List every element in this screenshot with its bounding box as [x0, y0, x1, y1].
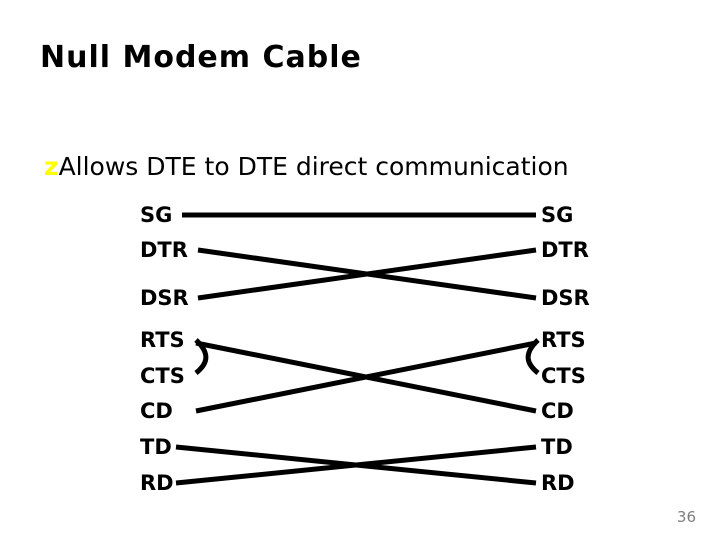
left-pin-rts: RTS [140, 328, 185, 352]
right-pin-dsr: DSR [541, 286, 590, 310]
left-pin-cd: CD [140, 399, 173, 423]
right-pin-dtr: DTR [541, 238, 589, 262]
right-pin-cts: CTS [541, 364, 586, 388]
right-pin-rd: RD [541, 471, 575, 495]
right-pin-cd: CD [541, 399, 574, 423]
left-pin-td: TD [140, 435, 172, 459]
left-pin-rd: RD [140, 471, 174, 495]
left-pin-dsr: DSR [140, 286, 189, 310]
left-pin-sg: SG [140, 203, 173, 227]
page-number: 36 [676, 508, 696, 526]
bullet-item: z Allows DTE to DTE direct communication [44, 152, 569, 181]
right-pin-td: TD [541, 435, 573, 459]
left-pin-cts: CTS [140, 364, 185, 388]
page-title: Null Modem Cable [40, 40, 362, 75]
left-pin-dtr: DTR [140, 238, 188, 262]
null-modem-diagram: SG DTR DSR RTS CTS CD TD RD SG DTR DSR R… [0, 195, 720, 505]
bullet-marker-icon: z [44, 152, 59, 181]
bullet-item-label: Allows DTE to DTE direct communication [58, 152, 569, 181]
wire-lines [175, 212, 540, 486]
right-pin-rts: RTS [541, 328, 586, 352]
right-pin-sg: SG [541, 203, 574, 227]
